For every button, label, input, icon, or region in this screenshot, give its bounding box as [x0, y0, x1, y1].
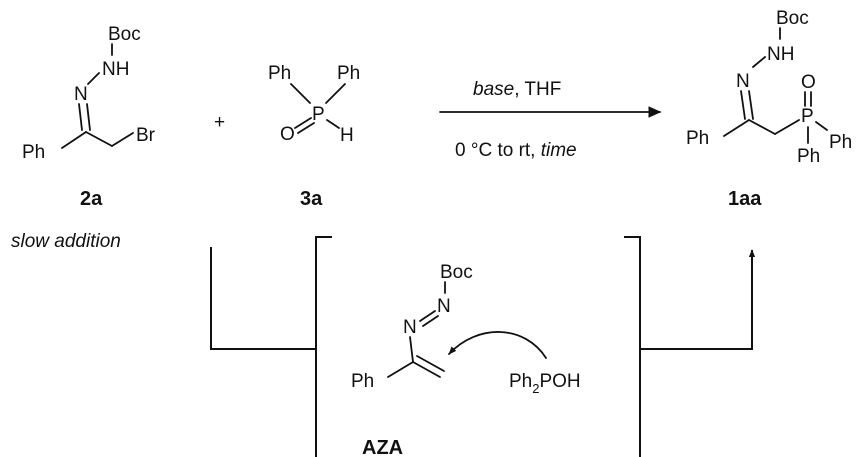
bond-ch2-p — [774, 119, 800, 135]
conditions-top: base, THF — [473, 79, 561, 100]
phenyl-left: Ph — [268, 63, 291, 84]
phosphorus-atom: P — [312, 104, 325, 125]
intermediate-label-aza: AZA — [362, 437, 403, 457]
hydrogen-atom: H — [340, 125, 354, 146]
bond-n-n — [752, 56, 766, 68]
product-1aa: Boc NH N Ph P O Ph Ph 1aa — [686, 8, 852, 210]
plus-sign: + — [214, 112, 225, 133]
bracket-right — [624, 236, 641, 457]
phenyl-p-right: Ph — [829, 132, 852, 153]
phenyl-group: Ph — [686, 128, 709, 149]
compound-label-3a: 3a — [300, 188, 323, 210]
solvent: , THF — [514, 79, 561, 100]
azo-n-bottom: N — [403, 317, 417, 338]
bond-p-ph-left — [290, 83, 311, 104]
oxygen-atom: O — [801, 72, 816, 93]
azo-n-top: N — [437, 296, 451, 317]
temperature: 0 °C to rt, — [455, 140, 541, 161]
compound-label-2a: 2a — [80, 188, 103, 210]
bromo-group: Br — [136, 125, 156, 146]
reaction-time: time — [541, 140, 577, 161]
bond-ch2-br — [111, 132, 134, 147]
bond-po-double-b — [297, 122, 315, 134]
bond-cn-double-a — [740, 90, 746, 120]
intermediate-aza: Boc N N Ph AZA — [351, 262, 473, 457]
boc-group: Boc — [776, 8, 809, 29]
boc-group: Boc — [440, 262, 473, 283]
phosphorus-atom: P — [801, 106, 814, 127]
bond-c-ch2 — [748, 119, 776, 135]
phenyl-p-down: Ph — [797, 146, 820, 167]
nh-atom: NH — [767, 44, 794, 65]
imine-n-atom: N — [74, 84, 88, 105]
nh-atom: NH — [102, 59, 129, 80]
bond-cn-double-a — [78, 103, 83, 131]
reactant-3a: Ph Ph P O H 3a — [268, 63, 360, 210]
phenyl-group: Ph — [22, 142, 45, 163]
bond-c-ph — [723, 119, 750, 137]
bond-nn-double-a — [419, 310, 436, 322]
curved-arrow-attack — [448, 331, 547, 359]
conditions-bottom: 0 °C to rt, time — [455, 140, 577, 161]
bond-cn-double-b — [748, 90, 754, 120]
bond-p-ph-right — [325, 83, 346, 104]
base-reagent: base — [473, 79, 514, 100]
boc-group: Boc — [108, 24, 141, 45]
imine-n-atom: N — [736, 71, 750, 92]
pathway-line-left — [210, 247, 316, 350]
bond-p-ph-right — [815, 121, 828, 131]
bond-n-c — [409, 336, 414, 363]
bond-p-h — [326, 119, 340, 129]
phenyl-right: Ph — [337, 63, 360, 84]
bond-cc-double-b — [416, 355, 445, 372]
reaction-conditions: base, THF 0 °C to rt, time — [439, 79, 662, 161]
phenyl-group: Ph — [351, 371, 374, 392]
mechanism-pathway — [210, 236, 756, 457]
oxygen-atom: O — [280, 124, 295, 145]
bond-cc-double-a — [412, 361, 441, 378]
nucleophile-ph2poh: Ph2POH — [509, 371, 581, 396]
reactant-2a: Boc NH N Ph Br 2a slow addition — [11, 24, 156, 252]
pathway-arrow-right — [640, 249, 756, 350]
bond-po-double-a — [294, 117, 312, 129]
bond-n-n — [87, 72, 100, 85]
compound-label-1aa: 1aa — [728, 188, 762, 210]
bond-c-ph — [387, 361, 414, 378]
bond-c-ch2 — [85, 131, 113, 147]
slow-addition-note: slow addition — [11, 231, 121, 252]
bond-cn-double-b — [86, 103, 91, 131]
bond-nn-double-b — [422, 315, 439, 327]
bond-c-ph — [61, 131, 87, 149]
bracket-left — [315, 236, 332, 457]
